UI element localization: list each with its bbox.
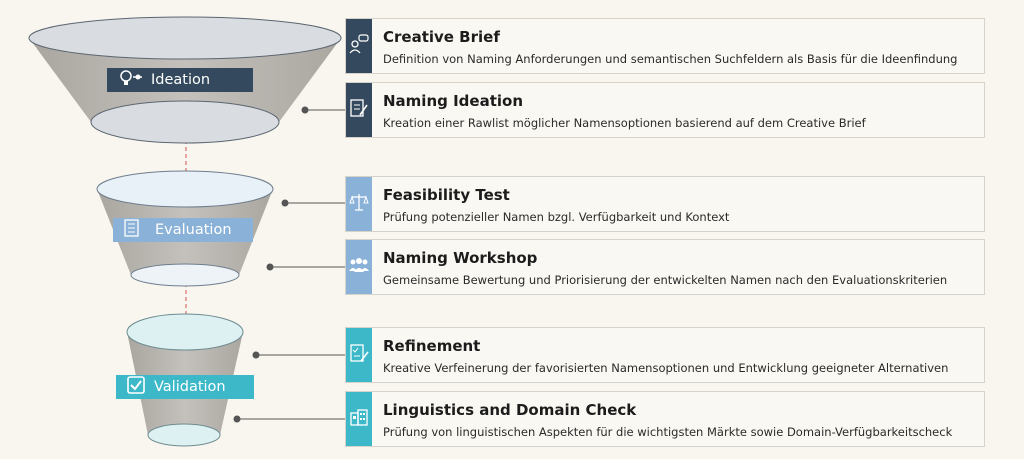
step-feasibility-test: Feasibility Test Prüfung potenzieller Na… (345, 176, 985, 232)
step-naming-ideation: Naming Ideation Kreation einer Rawlist m… (345, 82, 985, 138)
document-edit-icon (348, 97, 370, 123)
step-refinement: Refinement Kreative Verfeinerung der fav… (345, 327, 985, 383)
stage-label-ideation: Ideation (107, 68, 253, 92)
step-description: Gemeinsame Bewertung und Priorisierung d… (383, 273, 948, 287)
step-description: Prüfung von linguistischen Aspekten für … (383, 425, 953, 439)
step-title: Naming Ideation (383, 92, 523, 110)
stage-label-evaluation: Evaluation (113, 218, 253, 242)
step-title: Feasibility Test (383, 186, 510, 204)
stage-label-text: Ideation (151, 72, 211, 88)
step-description: Prüfung potenzieller Namen bzgl. Verfügb… (383, 210, 730, 224)
step-title: Creative Brief (383, 28, 500, 46)
buildings-icon (348, 406, 370, 432)
stage-label-text: Evaluation (155, 222, 232, 238)
funnel-ideation (28, 16, 342, 144)
checklist-icon (123, 218, 141, 242)
step-naming-workshop: Naming Workshop Gemeinsame Bewertung und… (345, 239, 985, 295)
leader-lines (233, 106, 345, 423)
step-title: Naming Workshop (383, 249, 538, 267)
scale-icon (348, 191, 370, 217)
lightbulb-icon (117, 68, 143, 92)
people-chat-icon (348, 33, 370, 59)
step-title: Linguistics and Domain Check (383, 401, 637, 419)
step-creative-brief: Creative Brief Definition von Naming Anf… (345, 18, 985, 74)
document-pen-icon (348, 342, 370, 368)
step-title: Refinement (383, 337, 481, 355)
group-icon (347, 255, 371, 279)
stage-label-validation: Validation (116, 375, 254, 399)
step-description: Kreation einer Rawlist möglicher Namenso… (383, 116, 866, 130)
step-description: Definition von Naming Anforderungen und … (383, 52, 958, 66)
stage-label-text: Validation (154, 379, 226, 395)
step-linguistics-domain-check: Linguistics and Domain Check Prüfung von… (345, 391, 985, 447)
checkbox-icon (126, 375, 146, 399)
step-description: Kreative Verfeinerung der favorisierten … (383, 361, 949, 375)
